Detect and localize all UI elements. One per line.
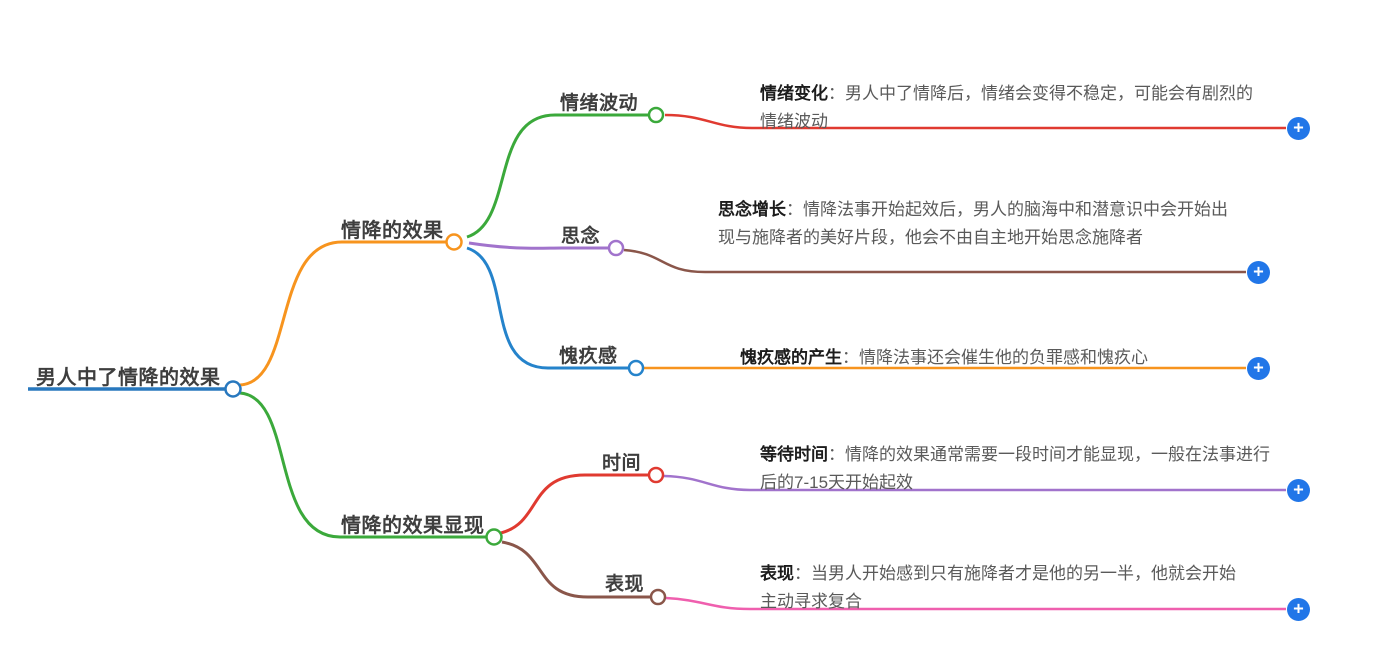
add-node-button[interactable]: + xyxy=(1247,357,1270,380)
topic-label-effects[interactable]: 情降的效果 xyxy=(341,220,444,242)
detail-term: 表现 xyxy=(760,564,794,583)
child-line-mood-swings xyxy=(466,113,648,239)
topic-label-behavior[interactable]: 表现 xyxy=(605,574,645,595)
topic-label-time[interactable]: 时间 xyxy=(602,453,642,474)
detail-text-time[interactable]: 等待时间：情降的效果通常需要一段时间才能显现，一般在法事进行后的7-15天开始起… xyxy=(760,441,1272,497)
node-handle-guilt[interactable] xyxy=(627,359,645,377)
add-node-button[interactable]: + xyxy=(1247,261,1270,284)
detail-text-longing[interactable]: 思念增长：情降法事开始起效后，男人的脑海中和潜意识中会开始出现与施降者的美好片段… xyxy=(718,196,1242,252)
detail-line-longing xyxy=(623,248,1246,274)
detail-term: 思念增长 xyxy=(718,200,786,219)
topic-label-manifestation[interactable]: 情降的效果显现 xyxy=(341,515,485,537)
node-handle-effects[interactable] xyxy=(445,233,463,251)
node-handle-root[interactable] xyxy=(224,380,242,398)
child-line-time xyxy=(500,473,648,535)
node-handle-mood-swings[interactable] xyxy=(647,106,665,124)
detail-body: ：情降法事还会催生他的负罪感和愧疚心 xyxy=(842,348,1148,367)
detail-body: ：当男人开始感到只有施降者才是他的另一半，他就会开始主动寻求复合 xyxy=(760,564,1236,611)
branch-line-effects xyxy=(239,240,446,387)
detail-body: ：情降法事开始起效后，男人的脑海中和潜意识中会开始出现与施降者的美好片段，他会不… xyxy=(718,200,1228,247)
node-handle-manifestation[interactable] xyxy=(485,528,503,546)
detail-text-guilt[interactable]: 愧疚感的产生：情降法事还会催生他的负罪感和愧疚心 xyxy=(740,344,1148,372)
detail-text-mood-swings[interactable]: 情绪变化：男人中了情降后，情绪会变得不稳定，可能会有剧烈的情绪波动 xyxy=(760,80,1268,136)
add-node-button[interactable]: + xyxy=(1287,479,1310,502)
detail-term: 情绪变化 xyxy=(760,84,828,103)
root-topic-label[interactable]: 男人中了情降的效果 xyxy=(36,367,221,389)
node-handle-longing[interactable] xyxy=(607,239,625,257)
add-node-button[interactable]: + xyxy=(1287,117,1310,140)
detail-body: ：情降的效果通常需要一段时间才能显现，一般在法事进行后的7-15天开始起效 xyxy=(760,445,1270,492)
detail-text-behavior[interactable]: 表现：当男人开始感到只有施降者才是他的另一半，他就会开始主动寻求复合 xyxy=(760,560,1238,616)
detail-term: 等待时间 xyxy=(760,445,828,464)
node-handle-time[interactable] xyxy=(647,466,665,484)
add-node-button[interactable]: + xyxy=(1287,598,1310,621)
node-handle-behavior[interactable] xyxy=(649,588,667,606)
topic-label-guilt[interactable]: 愧疚感 xyxy=(559,346,618,367)
detail-term: 愧疚感的产生 xyxy=(740,348,842,367)
topic-label-longing[interactable]: 思念 xyxy=(561,226,601,247)
topic-label-mood-swings[interactable]: 情绪波动 xyxy=(560,93,639,114)
detail-body: ：男人中了情降后，情绪会变得不稳定，可能会有剧烈的情绪波动 xyxy=(760,84,1253,131)
